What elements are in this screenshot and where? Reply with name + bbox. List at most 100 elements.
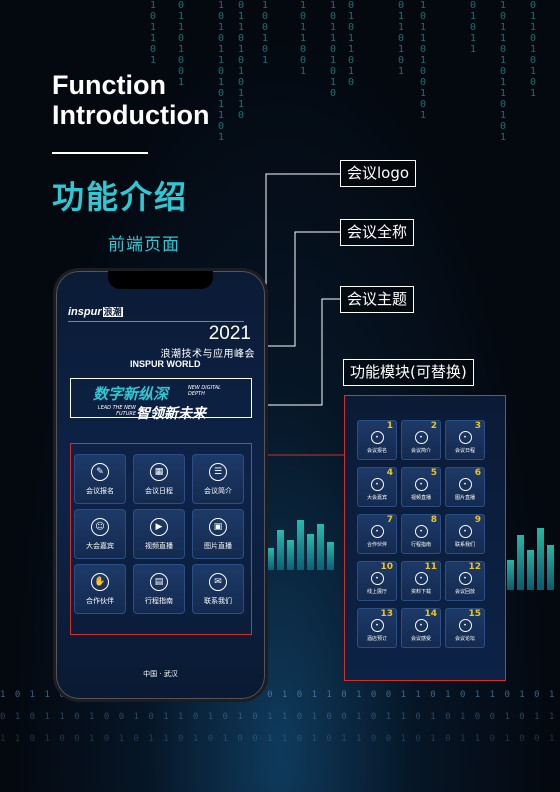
page-title-en: Function Introduction [52, 70, 209, 130]
page-subtitle: 前端页面 [108, 235, 180, 255]
code-rain: 1 0 1 1 0 1 [150, 0, 157, 66]
module-icon: • [414, 430, 428, 444]
video-icon: ▶ [150, 517, 168, 536]
module-number: 7 [386, 515, 393, 525]
title-underline [52, 152, 148, 154]
module-label: 图片直播 [454, 494, 475, 501]
title-en-line2: Introduction [52, 100, 210, 130]
module-tile[interactable]: 1•会议报名 [357, 420, 397, 460]
module-number: 5 [430, 468, 437, 478]
module-number: 1 [386, 421, 393, 431]
module-tile[interactable]: 13•酒店预订 [357, 608, 397, 648]
edit-icon: ✎ [91, 462, 109, 481]
page-title-zh: 功能介绍 [52, 178, 189, 216]
phone-tile[interactable]: ▤ 行程指南 [133, 564, 185, 614]
calendar-icon: ▦ [150, 462, 168, 481]
code-rain: 1 0 1 0 1 1 0 1 0 1 1 0 1 [218, 0, 225, 143]
phone-tile-label: 会议简介 [204, 486, 232, 495]
module-tile[interactable]: 12•会议回放 [445, 561, 485, 601]
title-en-line1: Function [52, 70, 166, 100]
theme-line2: 智领新未来 [136, 406, 206, 422]
module-icon: • [414, 477, 428, 491]
module-label: 联系我们 [454, 541, 475, 548]
module-tile[interactable]: 10•线上展厅 [357, 561, 397, 601]
phone-tile[interactable]: ▣ 图片直播 [192, 509, 244, 559]
phone-tile-label: 视频直播 [145, 541, 173, 550]
code-rain: 0 1 0 1 1 0 1 0 [348, 0, 355, 88]
module-tile[interactable]: 8•行程指南 [401, 514, 441, 554]
phone-tile-label: 图片直播 [204, 541, 232, 550]
phone-notch [108, 271, 213, 289]
phone-tile[interactable]: ▶ 视频直播 [133, 509, 185, 559]
module-tile[interactable]: 9•联系我们 [445, 514, 485, 554]
module-label: 视频直播 [410, 494, 431, 501]
code-rain: 1 0 1 1 0 0 1 [300, 0, 307, 77]
module-tile[interactable]: 14•会议感受 [401, 608, 441, 648]
image-icon: ▣ [209, 517, 227, 536]
binary-strip: 1 1 0 1 0 0 1 0 1 0 1 1 0 1 0 1 0 0 1 1 … [0, 734, 560, 744]
code-rain: 1 0 1 1 0 1 0 0 1 0 1 [420, 0, 427, 121]
module-icon: • [458, 618, 472, 632]
theme-tiny-en2: LEAD THE NEW FUTURE [97, 405, 136, 417]
module-icon: • [414, 618, 428, 632]
header-divider [68, 321, 244, 322]
phone-tile[interactable]: ✉联系我们 [192, 564, 244, 614]
conference-name-en: INSPUR WORLD [130, 359, 201, 369]
module-tile[interactable]: 11•资料下载 [401, 561, 441, 601]
phone-tile-label: 联系我们 [204, 596, 232, 605]
phone-tile[interactable]: ✎会议报名 [74, 454, 126, 504]
module-tile[interactable]: 2•会议简介 [401, 420, 441, 460]
module-number: 8 [430, 515, 437, 525]
phone-tile-label: 行程指南 [145, 596, 173, 605]
phone-tile[interactable]: ✋合作伙伴 [74, 564, 126, 614]
module-icon: • [458, 430, 472, 444]
module-number: 13 [380, 609, 393, 619]
module-icon: • [370, 477, 384, 491]
phone-tile[interactable]: ☰ 会议简介 [192, 454, 244, 504]
code-rain: 1 0 1 1 0 1 0 1 0 [330, 0, 337, 99]
binary-strip: 0 1 0 1 1 0 1 0 0 1 0 1 1 0 1 0 1 0 1 1 … [0, 712, 560, 722]
brand-logo-cn: 浪潮 [102, 307, 123, 317]
module-icon: • [458, 524, 472, 538]
phone-function-grid: ✎会议报名▦会议日程 ☰ 会议简介 ☺大会嘉宾 ▶ 视频直播 ▣ 图片直播 ✋合作伙伴 ▤ 行程指南… [74, 454, 244, 614]
module-tile[interactable]: 3•会议日程 [445, 420, 485, 460]
bar-decoration [265, 510, 345, 570]
callout-theme: 会议主题 [340, 286, 415, 313]
code-rain: 0 1 1 0 1 0 0 1 [178, 0, 185, 88]
module-icon: • [414, 571, 428, 585]
module-number: 15 [468, 609, 481, 619]
module-label: 会议报名 [366, 447, 387, 454]
module-tile[interactable]: 15•会议论坛 [445, 608, 485, 648]
module-label: 行程指南 [410, 541, 431, 548]
phone-tile[interactable]: ▦会议日程 [133, 454, 185, 504]
module-label: 大会嘉宾 [366, 494, 387, 501]
module-number: 4 [386, 468, 393, 478]
module-label: 会议简介 [410, 447, 431, 454]
conference-name: 浪潮技术与应用峰会 [160, 349, 255, 360]
module-tile[interactable]: 7•合作伙伴 [357, 514, 397, 554]
module-tile[interactable]: 5• 视频直播 [401, 467, 441, 507]
document-icon: ☰ [209, 462, 227, 481]
module-tile[interactable]: 4• 大会嘉宾 [357, 467, 397, 507]
phone-footer: 中国 · 武汉 [143, 670, 178, 678]
theme-frame [70, 378, 252, 418]
module-number: 3 [474, 421, 481, 431]
conference-year: 2021 [208, 323, 251, 344]
brand-logo-text: inspur [68, 306, 102, 318]
module-number: 12 [468, 562, 481, 572]
binary-strip: 1 0 1 1 0 0 1 0 1 1 0 1 0 1 0 1 1 0 0 1 … [0, 690, 560, 700]
module-icon: • [458, 477, 472, 491]
module-label: 会议回放 [454, 588, 475, 595]
callout-modules: 功能模块(可替换) [343, 359, 474, 386]
theme-line1: 数字新纵深 [93, 385, 169, 403]
theme-tiny-en1: NEW DIGITAL DEPTH [188, 385, 221, 397]
phone-tile[interactable]: ☺大会嘉宾 [74, 509, 126, 559]
module-tile[interactable]: 6• 图片直播 [445, 467, 485, 507]
module-number: 6 [474, 468, 481, 478]
luggage-icon: ▤ [150, 572, 168, 591]
callout-logo: 会议logo [340, 160, 417, 187]
